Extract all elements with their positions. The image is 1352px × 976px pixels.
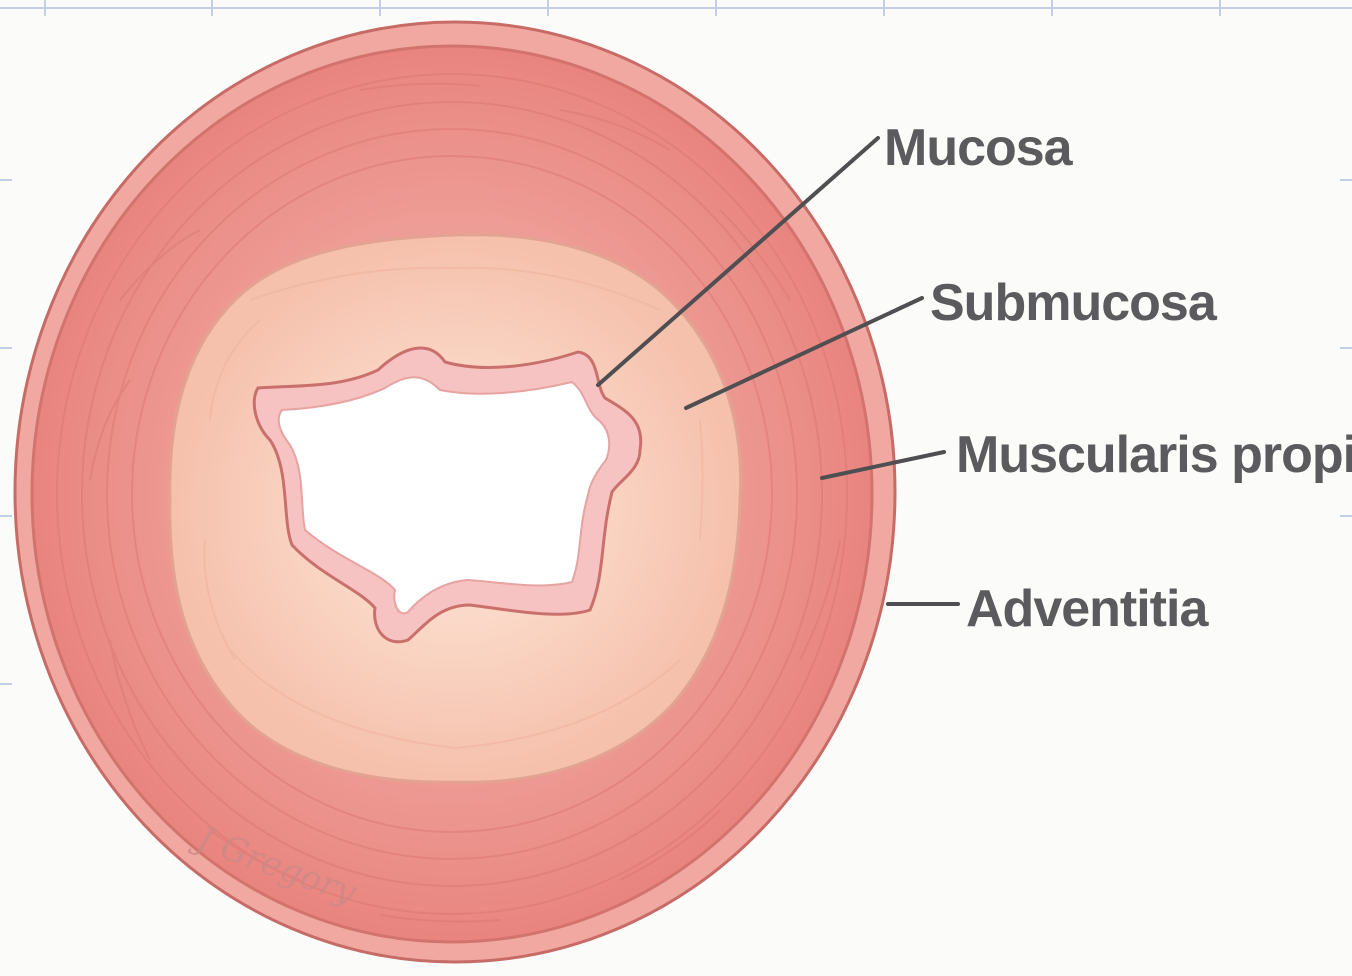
adventitia-label: Adventitia xyxy=(966,580,1209,638)
submucosa-label: Submucosa xyxy=(930,274,1218,332)
muscularis-label: Muscularis propia xyxy=(956,426,1352,484)
mucosa-label: Mucosa xyxy=(884,119,1074,177)
